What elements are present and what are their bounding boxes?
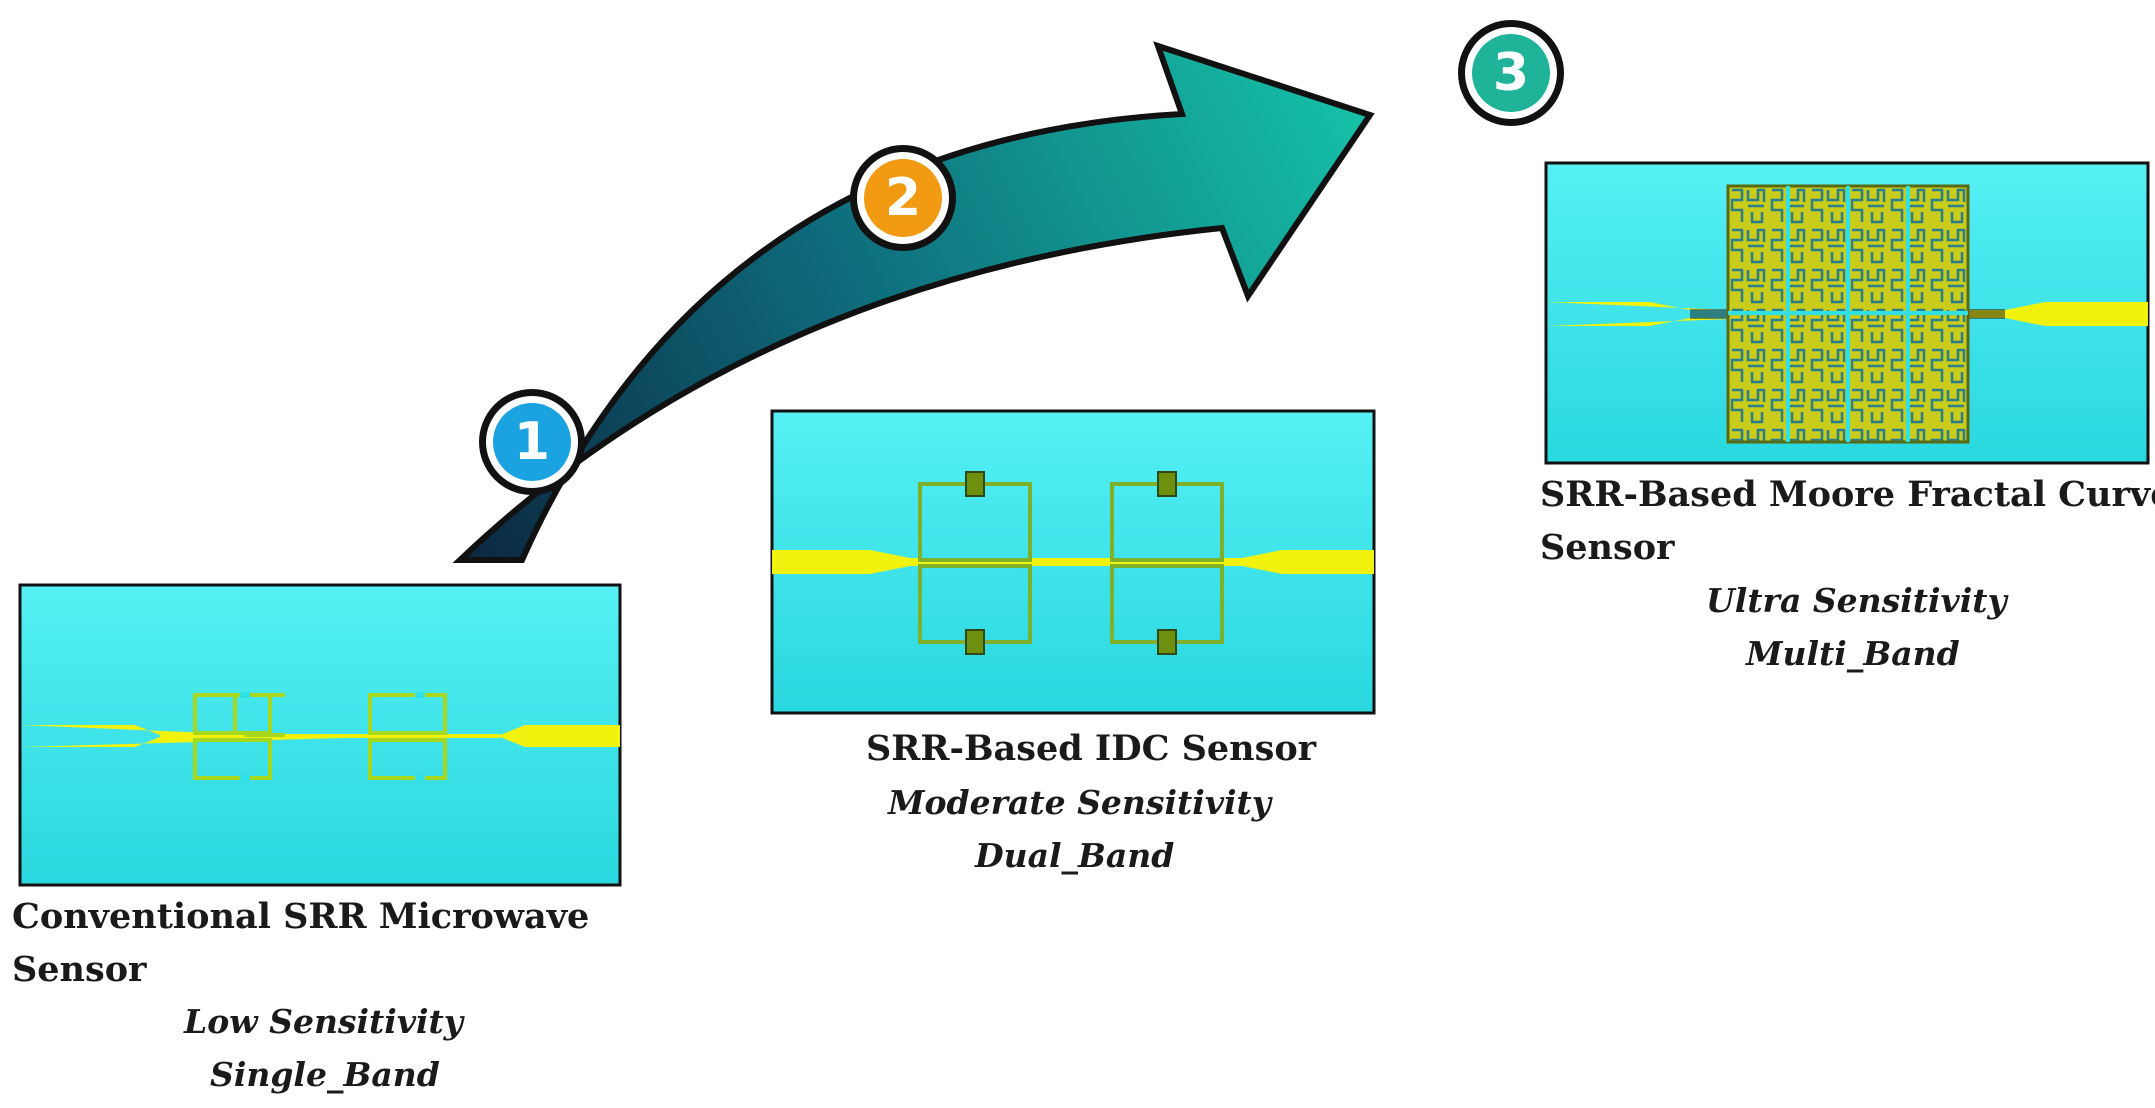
sensor-1-title-line-1: Conventional SRR Microwave [12,896,590,937]
feedline [772,550,1374,574]
sensor-2-sensitivity: Moderate Sensitivity [888,783,1271,822]
step-badge-2: 2 [850,145,956,251]
sensor-1-title-line-2: Sensor [12,949,147,990]
sensor-3-title-line-2: Sensor [1540,527,1675,568]
split-ring-resonators [193,692,447,781]
sensor-2-layout [770,409,1376,715]
interdigital-capacitors [965,471,1177,655]
sensor-3-title-line-1: SRR-Based Moore Fractal Curve [1540,474,2155,515]
step-badge-1: 1 [479,389,585,495]
sensor-2-title: SRR-Based IDC Sensor [866,728,1317,769]
badge-fill [493,403,571,481]
sensor-3-band: Multi_Band [1746,634,1960,673]
sensor-2-band: Dual_Band [975,836,1175,875]
sensor-3-sensitivity: Ultra Sensitivity [1706,581,2007,620]
badge-fill [864,159,942,237]
badge-number: 1 [514,412,550,472]
badge-number: 3 [1493,43,1529,103]
feedline [20,725,620,747]
sensor-1-sensitivity: Low Sensitivity [184,1002,463,1041]
sensor-3-layout [1544,161,2150,465]
badge-fill [1472,34,1550,112]
sensor-1-band: Single_Band [210,1055,440,1094]
sensor-1-layout [18,583,622,887]
step-badge-3: 3 [1458,20,1564,126]
progression-arrow [452,41,1375,563]
feedline [1546,302,2148,326]
badge-number: 2 [885,168,921,228]
